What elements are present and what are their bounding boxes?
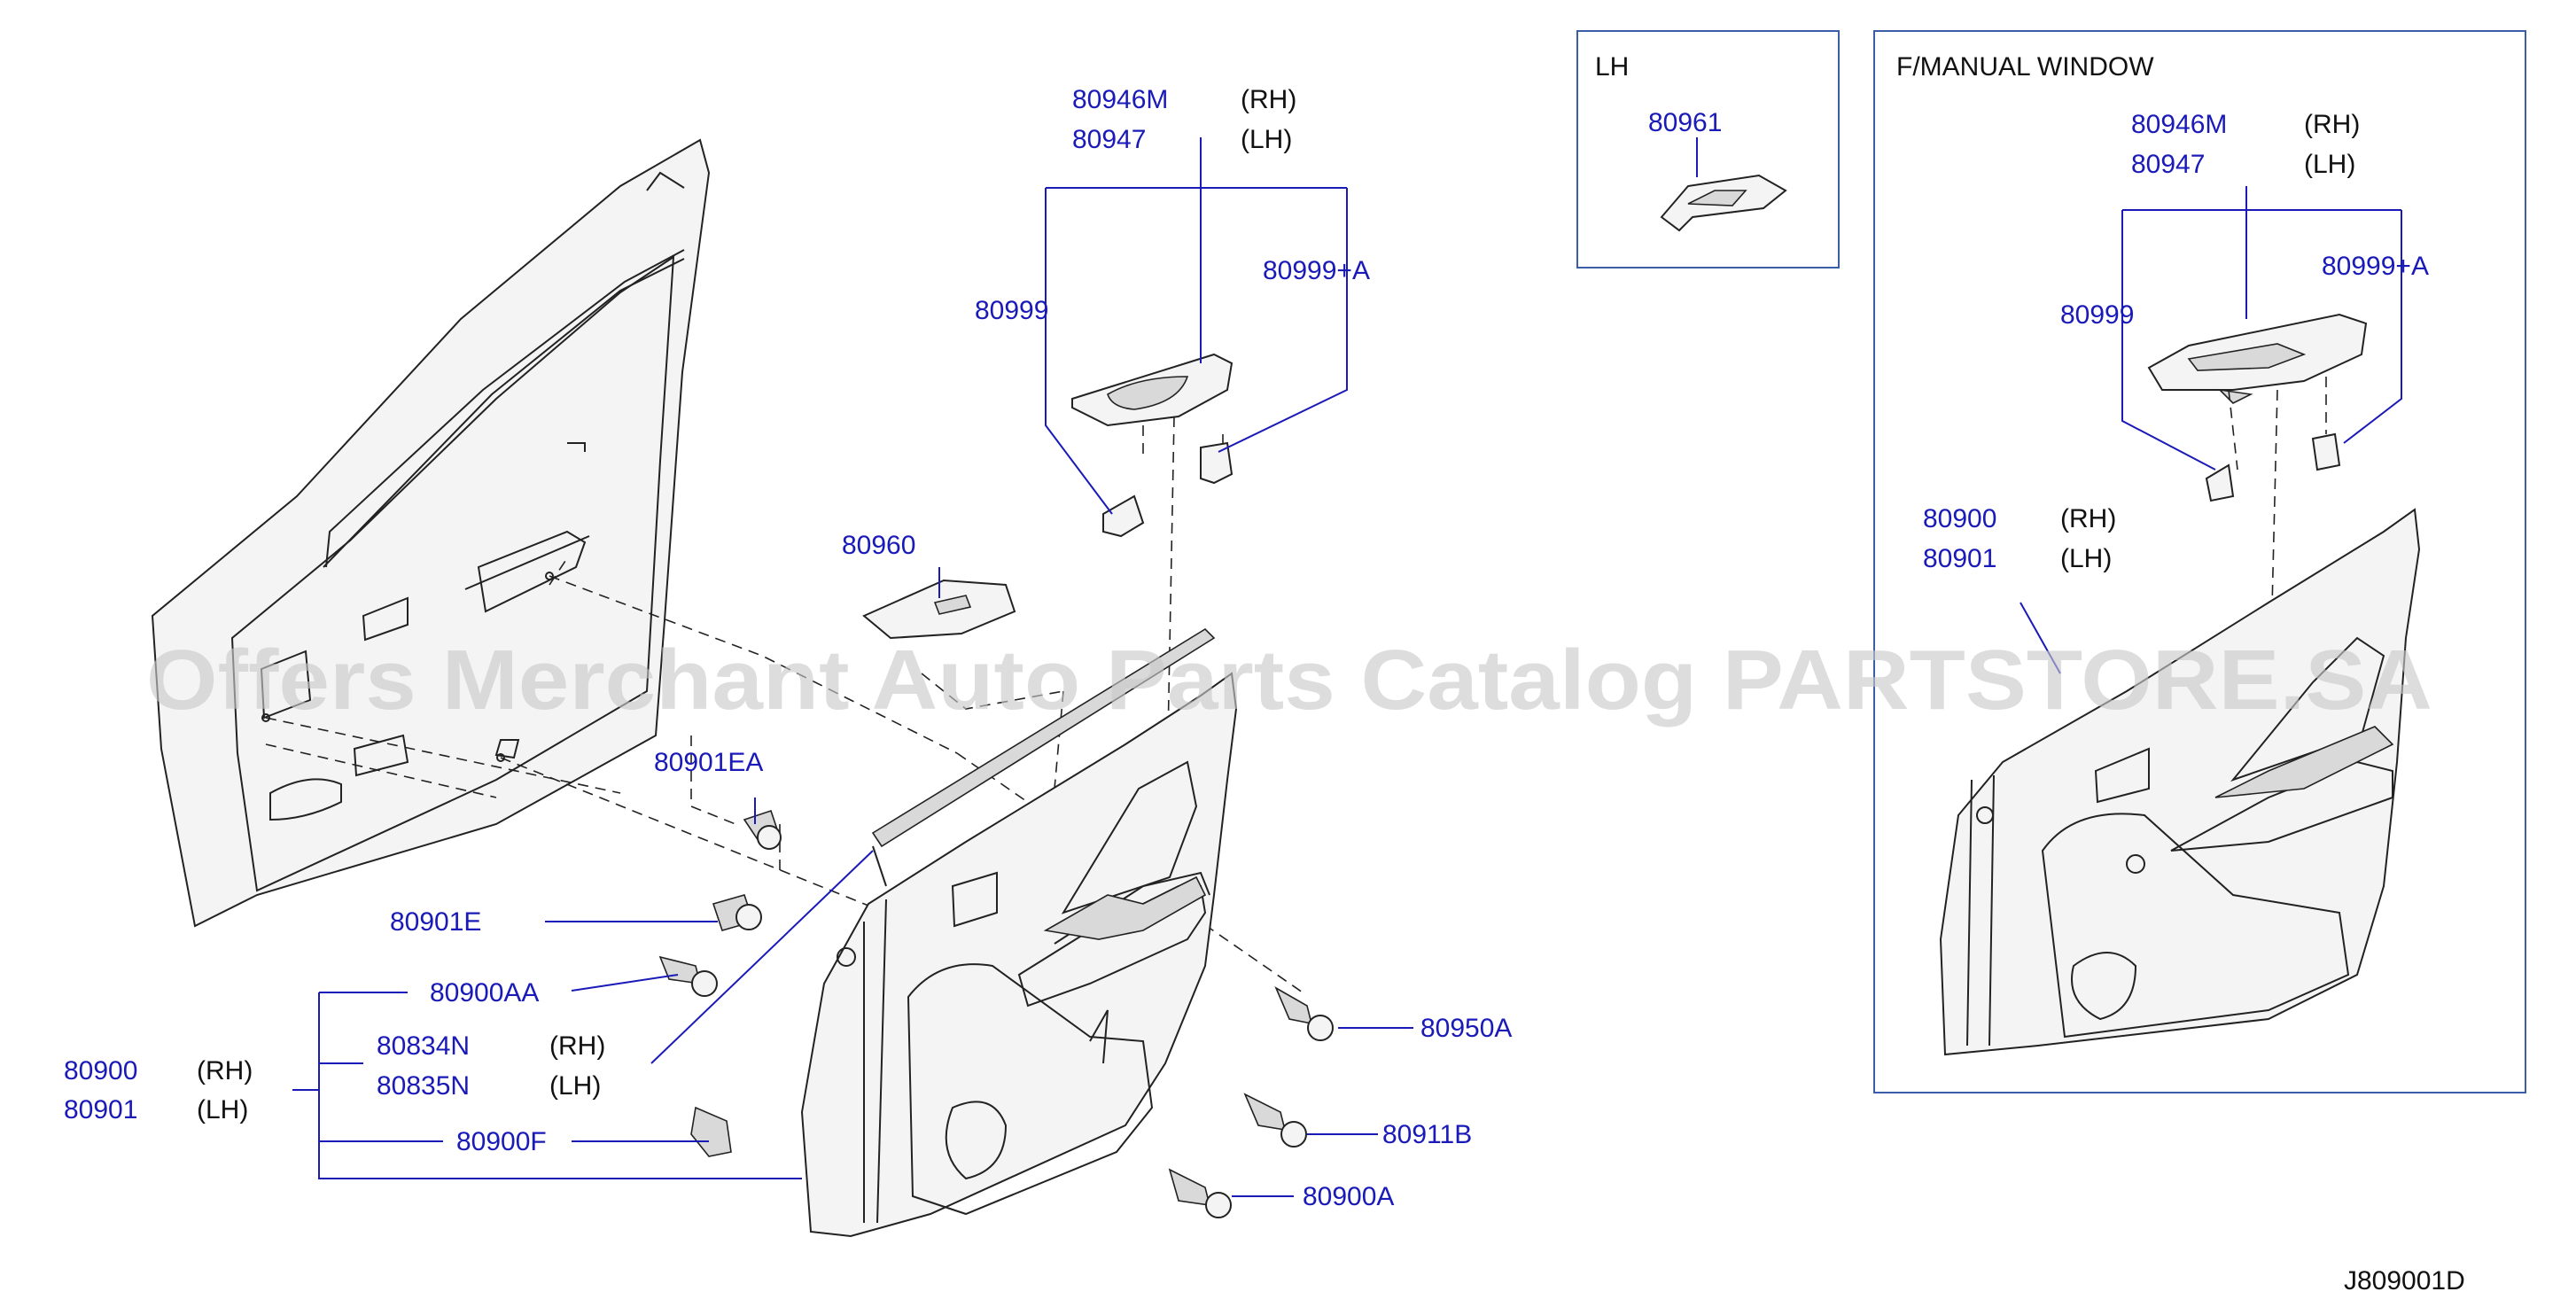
label-80911b: 80911B: [1382, 1120, 1472, 1149]
label-80960: 80960: [842, 531, 915, 560]
inset-lh: LH 80961: [1576, 30, 1840, 268]
label-80835n: 80835N: [377, 1071, 470, 1101]
label-80900aa: 80900AA: [430, 978, 539, 1008]
door-frame-drawing: [151, 138, 711, 928]
inset-label-80946m: 80946M: [2131, 110, 2227, 139]
label-80946m-side: (RH): [1241, 85, 1296, 114]
label-80900-side: (RH): [197, 1056, 253, 1085]
label-80961: 80961: [1648, 108, 1722, 137]
door-trim-panel-drawing: [800, 627, 1238, 1238]
label-80900a: 80900A: [1303, 1182, 1394, 1211]
main-part-labels: 80946M (RH) 80947 (LH) 80999 80999+A 809…: [64, 85, 1512, 1211]
label-80901e: 80901E: [390, 907, 481, 937]
fasteners-drawing: [658, 809, 1334, 1218]
label-80901-side: (LH): [197, 1095, 248, 1124]
inset-label-80901: 80901: [1923, 544, 1996, 573]
label-80947-side: (LH): [1241, 125, 1292, 154]
switch-finisher-drawing: [862, 579, 1016, 640]
label-80901: 80901: [64, 1095, 137, 1124]
inset-lh-title: LH: [1595, 52, 1629, 82]
label-80999: 80999: [975, 296, 1048, 325]
label-80901ea: 80901EA: [654, 748, 763, 777]
label-80946m: 80946M: [1072, 85, 1168, 114]
label-80900f: 80900F: [456, 1127, 547, 1156]
inset-label-80947: 80947: [2131, 150, 2205, 179]
label-80950a: 80950A: [1420, 1014, 1512, 1043]
armrest-finisher-drawing: [1071, 353, 1234, 427]
inset-manual-frame: [1873, 30, 2526, 1093]
label-80835n-side: (LH): [549, 1071, 601, 1101]
label-80947: 80947: [1072, 125, 1146, 154]
label-80999a: 80999+A: [1263, 256, 1370, 285]
clips-drawing: [1102, 441, 1234, 538]
inset-label-80900: 80900: [1923, 504, 1996, 533]
label-80900: 80900: [64, 1056, 137, 1085]
inset-label-80901-side: (LH): [2060, 544, 2112, 573]
inset-label-80947-side: (LH): [2304, 150, 2355, 179]
diagram-code: J809001D: [2344, 1266, 2465, 1296]
watermark: Offers Merchant Auto Parts Catalog PARTS…: [146, 633, 2432, 728]
inset-lh-frame: [1576, 30, 1840, 268]
leader-lines: [292, 137, 1413, 1197]
inset-manual-title: F/MANUAL WINDOW: [1896, 52, 2154, 82]
label-80834n-side: (RH): [549, 1031, 605, 1061]
inset-label-80999a: 80999+A: [2322, 252, 2429, 281]
label-80834n: 80834N: [377, 1031, 470, 1061]
inset-label-80900-side: (RH): [2060, 504, 2116, 533]
inset-manual-window: F/MANUAL WINDOW 80946M (RH) 80947 (LH) 8…: [1873, 30, 2526, 1093]
inset-label-80946m-side: (RH): [2304, 110, 2360, 139]
